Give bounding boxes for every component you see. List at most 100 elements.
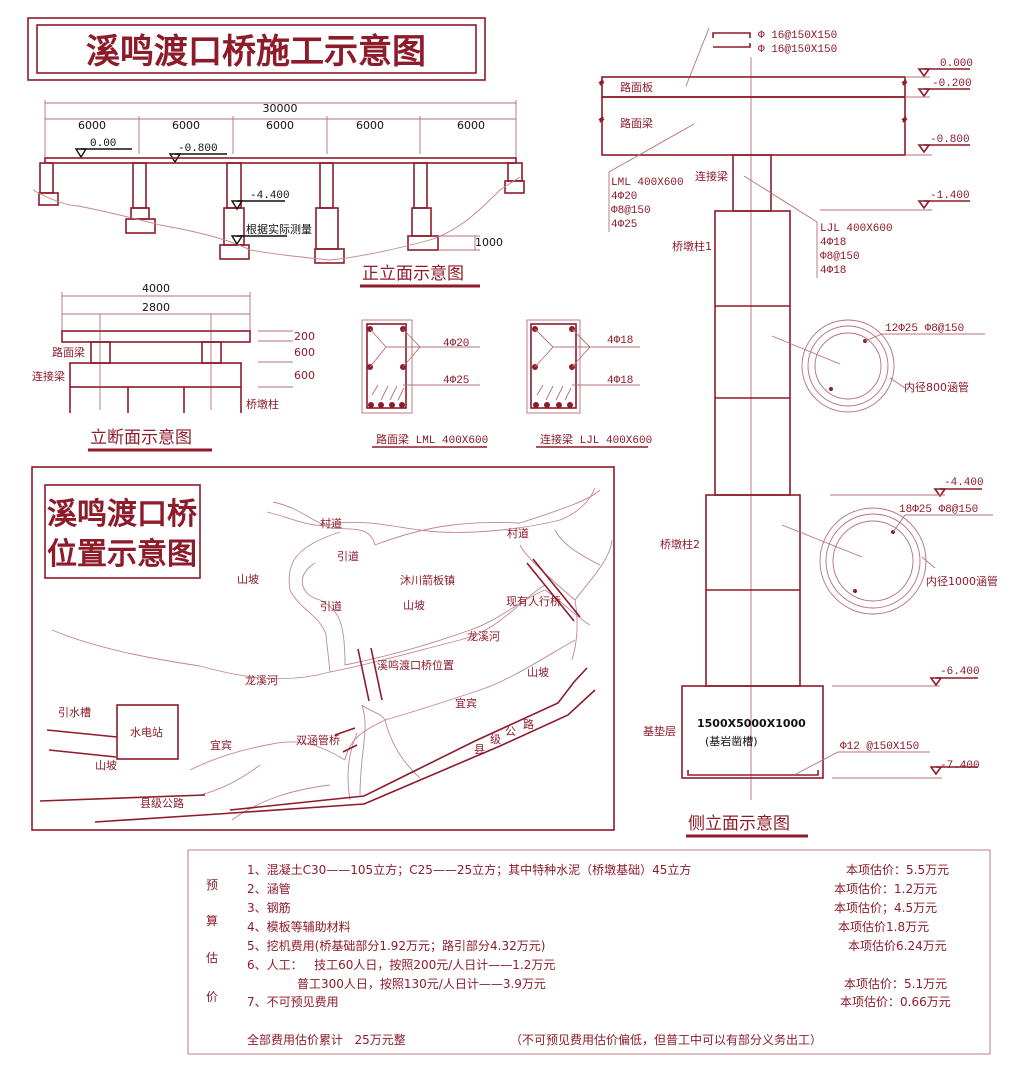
foundation-note: (基岩凿槽) [705,734,758,748]
location-map: 溪鸣渡口桥 位置示意图 村道 村道 引道 引道 山坡 山坡 山坡 山坡 沐川箭板… [31,466,615,831]
budget-item: 6、人工： 技工60人日，按照200元/人日计——1.2万元 [247,958,555,972]
map-frame [31,466,615,831]
map-label: 村道 [507,526,529,540]
budget-side-label: 预 [206,878,218,892]
top-rebar-label: Φ 16@150X150 [758,44,837,56]
map-label: 山坡 [237,573,259,586]
map-label: 山坡 [95,759,117,772]
label-connector-beam: 连接梁 [32,369,65,383]
bridge-deck [44,157,517,164]
budget-side-label: 估 [206,951,218,965]
deck-beam [201,341,222,364]
map-title-frame [44,484,201,579]
map-label: 路 [523,718,534,731]
pipe-label: 内径1000涵管 [926,574,998,588]
connector-beam [732,154,772,212]
ljl-note: 4Φ18 [820,265,846,277]
lml-note: 4Φ20 [611,191,637,203]
map-label: 水电站 [130,725,163,739]
top-rebar-label: Φ 16@150X150 [758,30,837,42]
dim-height: 200 [294,330,315,343]
lml-note: LML 400X600 [611,177,684,189]
elevation-label: -7.400 [940,760,980,772]
label-slab: 路面板 [620,80,653,94]
elevation-label: -4.400 [944,477,984,489]
county-road [39,667,596,823]
measure-note: 根据实际测量 [246,222,312,236]
pier-column-1 [714,210,791,496]
dim-width-total: 4000 [142,282,170,295]
map-title: 位置示意图 [47,537,197,572]
rebar-bottom-label: 4Φ18 [607,375,633,387]
piers [38,162,525,264]
title-outer-frame [27,17,486,81]
front-elevation: 30000 6000 6000 6000 6000 6000 0.00 -0.8… [32,100,525,288]
budget-price: 本项估价6.24万元 [848,939,947,953]
foundation-size: 1500X5000X1000 [697,717,806,730]
dim-span: 6000 [457,119,485,132]
map-label: 龙溪河 [245,674,278,687]
map-label: 现有人行桥 [506,594,561,608]
rebar-bottom-label: 4Φ25 [443,375,469,387]
lml-note: 4Φ25 [611,219,637,231]
map-label: 公 [505,725,516,738]
map-label: 双涵管桥 [296,733,340,747]
map-label: 沐川箭板镇 [400,573,455,587]
budget-price: 本项估价：5.5万元 [846,863,949,877]
footbridge-mark [526,558,581,622]
map-label: 村道 [320,516,342,530]
pipe-rebar: 12Φ25 Φ8@150 [885,323,964,335]
elevation-label: -1.400 [930,190,970,202]
map-label: 引道 [337,549,359,563]
elevation-label: -0.800 [178,143,218,155]
budget-item: 7、不可预见费用 [247,995,339,1009]
budget-item: 1、混凝土C30——105立方；C25——25立方；其中特种水泥（桥墩基础）45… [247,862,691,877]
budget-side-label: 价 [206,990,218,1004]
map-label: 级 [490,733,501,746]
beam-section-lml: 4Φ20 4Φ25 路面梁 LML 400X600 [361,319,488,448]
cross-section: 4000 2800 200 600 600 路面梁 连接梁 桥墩柱 立断面示意图 [32,282,315,452]
budget-remark: （不可预见费用估价偏低，但普工中可以有部分义务出工） [510,1032,822,1047]
top-rebar-icon [712,32,751,48]
label-deck-beam: 路面梁 [52,345,85,359]
dim-height: 600 [294,369,315,382]
dim-span: 6000 [356,119,384,132]
page-title: 溪鸣渡口桥施工示意图 [86,32,426,72]
budget-item: 2、涵管 [247,881,291,896]
budget-price: 本项估价；4.5万元 [834,901,937,915]
footing-dim: 1000 [475,236,503,249]
label-base: 基垫层 [643,724,676,738]
power-station [116,704,179,760]
map-label: 龙溪河 [467,630,500,643]
map-label: 引道 [320,599,342,613]
budget-price: 本项估价：5.1万元 [844,977,947,991]
dim-width-inner: 2800 [142,301,170,314]
ljl-note: Φ8@150 [820,251,860,263]
elevation-label: -4.400 [250,190,290,202]
caption-lml: 路面梁 LML 400X600 [376,432,488,447]
budget-side-label: 算 [206,913,218,928]
map-label: 溪鸣渡口桥位置 [377,658,454,672]
ljl-note: 4Φ18 [820,237,846,249]
side-elevation: Φ 16@150X150 Φ 16@150X150 路面板 路面梁 连接梁 LM… [598,27,998,838]
lml-note: Φ8@150 [611,205,651,217]
ground-profile [32,176,521,261]
budget-price: 本项估价：1.2万元 [834,882,937,896]
elevation-label: 0.000 [940,58,973,70]
budget-price: 本项估价：0.66万元 [840,995,951,1009]
caption-cross-section: 立断面示意图 [90,428,192,448]
dim-total-span: 30000 [263,102,298,115]
map-label: 宜宾 [210,738,232,752]
dim-span: 6000 [266,119,294,132]
budget-price: 本项估价1.8万元 [838,920,929,934]
label-pier-1: 桥墩柱1 [672,239,712,253]
pipe-label: 内径800涵管 [904,380,969,394]
budget-item: 5、挖机费用(桥基础部分1.92万元；路引部分4.32万元) [247,938,545,953]
dim-span: 6000 [172,119,200,132]
label-connector: 连接梁 [695,169,728,183]
caption-ljl: 连接梁 LJL 400X600 [540,432,652,447]
map-label: 山坡 [403,599,425,612]
connector-beam [69,362,242,388]
